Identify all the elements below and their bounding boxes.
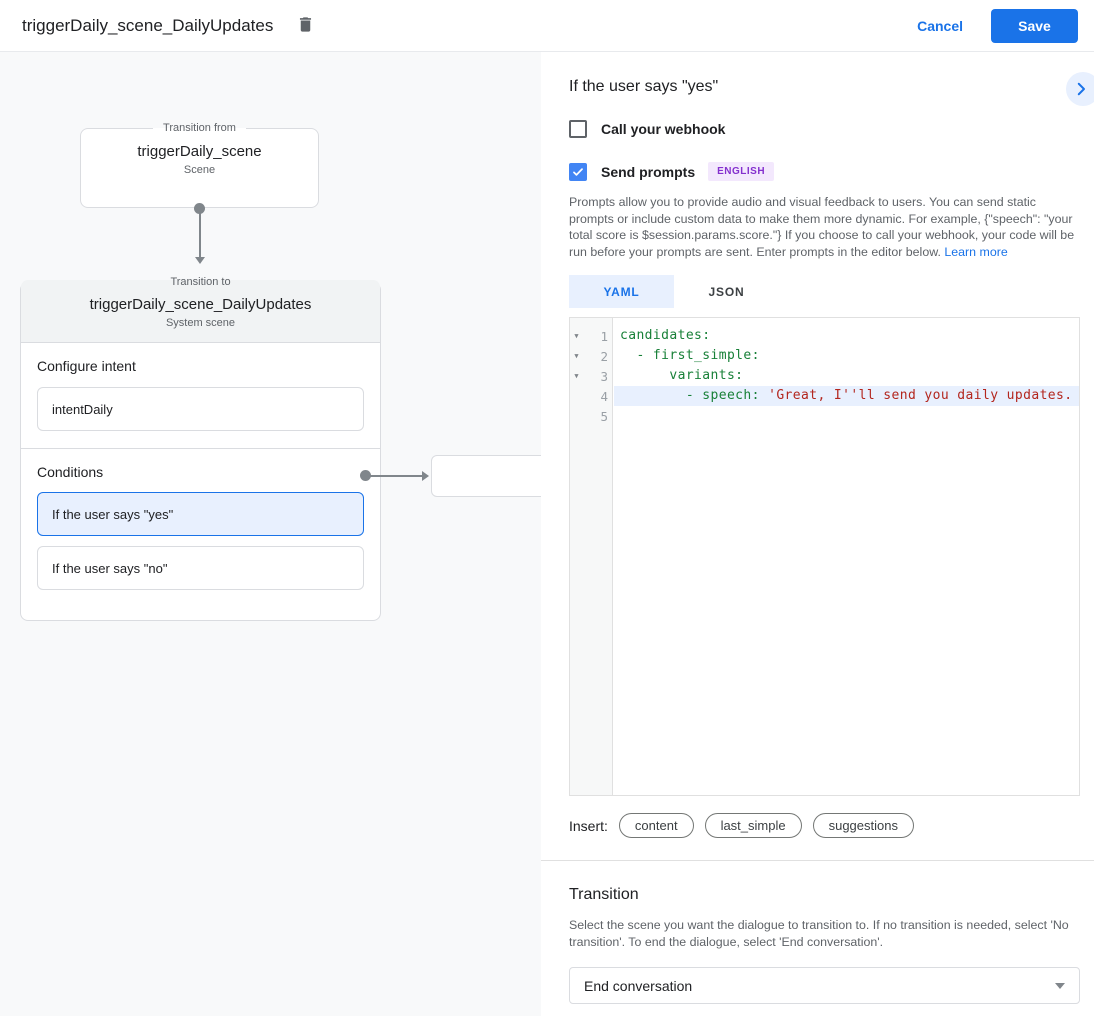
transition-to-legend: Transition to	[170, 276, 231, 288]
insert-chip-content[interactable]: content	[618, 813, 694, 838]
connector-dot	[360, 470, 371, 481]
prompts-description: Prompts allow you to provide audio and v…	[569, 194, 1078, 260]
send-prompts-checkbox-row[interactable]: Send prompts ENGLISH	[569, 162, 1078, 181]
transition-to-node[interactable]: Transition to triggerDaily_scene_DailyUp…	[20, 276, 381, 621]
transition-from-node[interactable]: Transition from triggerDaily_scene Scene	[80, 122, 319, 208]
prompts-description-text: Prompts allow you to provide audio and v…	[569, 195, 1075, 259]
top-bar: triggerDaily_scene_DailyUpdates Cancel S…	[0, 0, 1094, 52]
code-token: 'Great, I''ll send you daily updates.	[768, 388, 1073, 403]
dropdown-caret-icon	[1055, 982, 1065, 989]
condition-label: If the user says "no"	[52, 560, 168, 576]
from-scene-name: triggerDaily_scene	[137, 143, 262, 160]
webhook-checkbox-row[interactable]: Call your webhook	[569, 120, 1078, 138]
connector-arrowhead-right	[422, 471, 429, 481]
code-line: ▼ 1 candidates:	[570, 326, 1079, 346]
condition-detail-panel: If the user says "yes" Call your webhook…	[541, 52, 1094, 1016]
webhook-checkbox[interactable]	[569, 120, 587, 138]
condition-label: If the user says "yes"	[52, 506, 174, 522]
collapse-panel-button[interactable]	[1066, 72, 1094, 106]
connector-line-horizontal	[366, 475, 422, 477]
code-line-highlighted: 4 - speech: 'Great, I''ll send you daily…	[570, 386, 1079, 406]
code-line: ▼ 2 - first_simple:	[570, 346, 1079, 366]
configure-intent-section: Configure intent intentDaily	[21, 343, 380, 448]
fold-toggle-icon[interactable]: ▼	[574, 332, 579, 340]
editor-gutter	[570, 318, 613, 795]
insert-label: Insert:	[569, 817, 608, 834]
connector-arrowhead-down	[195, 257, 205, 264]
connector-line-vertical	[199, 210, 201, 257]
prompt-code-editor[interactable]: ▼ 1 candidates: ▼ 2 - first_simple: ▼ 3 var…	[569, 317, 1080, 796]
condition-panel-title: If the user says "yes"	[569, 78, 719, 95]
transition-title: Transition	[569, 886, 639, 903]
line-number: 1	[600, 328, 608, 344]
code-line: ▼ 3 variants:	[570, 366, 1079, 386]
checkmark-icon	[571, 165, 585, 179]
tab-yaml[interactable]: YAML	[569, 275, 674, 308]
transition-section: Transition Select the scene you want the…	[569, 886, 1080, 1004]
line-number: 5	[600, 408, 608, 424]
webhook-checkbox-label: Call your webhook	[601, 121, 726, 137]
condition-item-yes[interactable]: If the user says "yes"	[37, 492, 364, 536]
tab-json[interactable]: JSON	[708, 284, 745, 299]
transition-from-legend: Transition from	[163, 122, 236, 134]
transition-select-value: End conversation	[584, 977, 693, 994]
intent-name: intentDaily	[52, 401, 113, 417]
line-number: 4	[600, 388, 608, 404]
page-title: triggerDaily_scene_DailyUpdates	[22, 15, 274, 35]
language-badge: ENGLISH	[708, 162, 775, 181]
intent-item[interactable]: intentDaily	[37, 387, 364, 431]
trash-icon	[296, 15, 315, 37]
insert-chip-last-simple[interactable]: last_simple	[704, 813, 802, 838]
section-divider	[541, 860, 1094, 861]
code-token: variants:	[620, 368, 744, 383]
editor-format-tabs: YAML JSON	[569, 275, 1078, 308]
code-token: - first_simple:	[620, 348, 760, 363]
to-scene-type: System scene	[165, 317, 236, 329]
conditions-section: Conditions If the user says "yes" If the…	[21, 448, 380, 607]
save-button[interactable]: Save	[991, 8, 1078, 43]
code-token: candidates:	[620, 328, 711, 343]
learn-more-link[interactable]: Learn more	[944, 244, 1008, 259]
line-number: 2	[600, 348, 608, 364]
transition-target-node[interactable]	[431, 455, 541, 497]
insert-row: Insert: content last_simple suggestions	[569, 813, 1078, 838]
delete-scene-button[interactable]	[291, 12, 319, 40]
fold-toggle-icon[interactable]: ▼	[574, 372, 579, 380]
send-prompts-checkbox[interactable]	[569, 162, 587, 181]
condition-item-no[interactable]: If the user says "no"	[37, 546, 364, 590]
chevron-right-icon	[1072, 80, 1090, 98]
fold-toggle-icon[interactable]: ▼	[574, 352, 579, 360]
scene-flow-canvas: Transition from triggerDaily_scene Scene…	[0, 52, 541, 1016]
scene-node-header: triggerDaily_scene_DailyUpdates System s…	[21, 280, 380, 343]
insert-chip-suggestions[interactable]: suggestions	[812, 813, 914, 838]
cancel-button[interactable]: Cancel	[917, 17, 963, 34]
conditions-label: Conditions	[37, 464, 104, 480]
connector-dot	[194, 203, 205, 214]
code-line: 5	[570, 406, 1079, 426]
send-prompts-checkbox-label: Send prompts	[601, 163, 696, 180]
configure-intent-label: Configure intent	[37, 358, 136, 374]
from-scene-type: Scene	[183, 164, 216, 176]
code-token: - speech:	[620, 388, 769, 403]
to-scene-name: triggerDaily_scene_DailyUpdates	[89, 296, 312, 313]
line-number: 3	[600, 368, 608, 384]
transition-description: Select the scene you want the dialogue t…	[569, 918, 1069, 949]
transition-select[interactable]: End conversation	[569, 967, 1080, 1004]
